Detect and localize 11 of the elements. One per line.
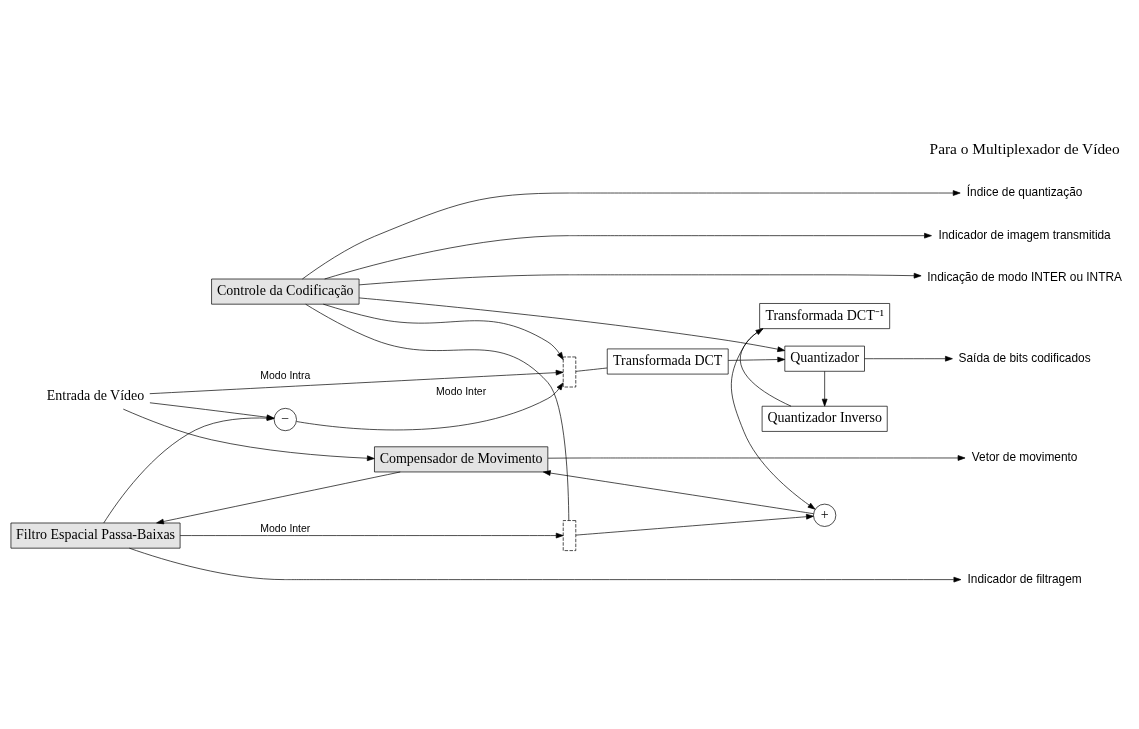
node-text: Indicador de filtragem <box>967 570 1082 585</box>
node-text: Índice de quantização <box>966 184 1083 199</box>
label: Para o Multiplexador de Vídeo <box>929 139 1120 157</box>
edge-label: Modo Intra <box>260 369 311 381</box>
node-text: Vetor de movimento <box>971 449 1078 464</box>
node-text: Indicação de modo INTER ou INTRA <box>927 269 1122 284</box>
edge-label: Modo Inter <box>436 385 487 397</box>
node-text: Indicador de imagem transmitida <box>938 227 1111 242</box>
edge-label: Modo Inter <box>260 522 311 534</box>
node-text: Entrada de Vídeo <box>46 387 145 403</box>
node-text: Saída de bits codificados <box>958 350 1091 365</box>
